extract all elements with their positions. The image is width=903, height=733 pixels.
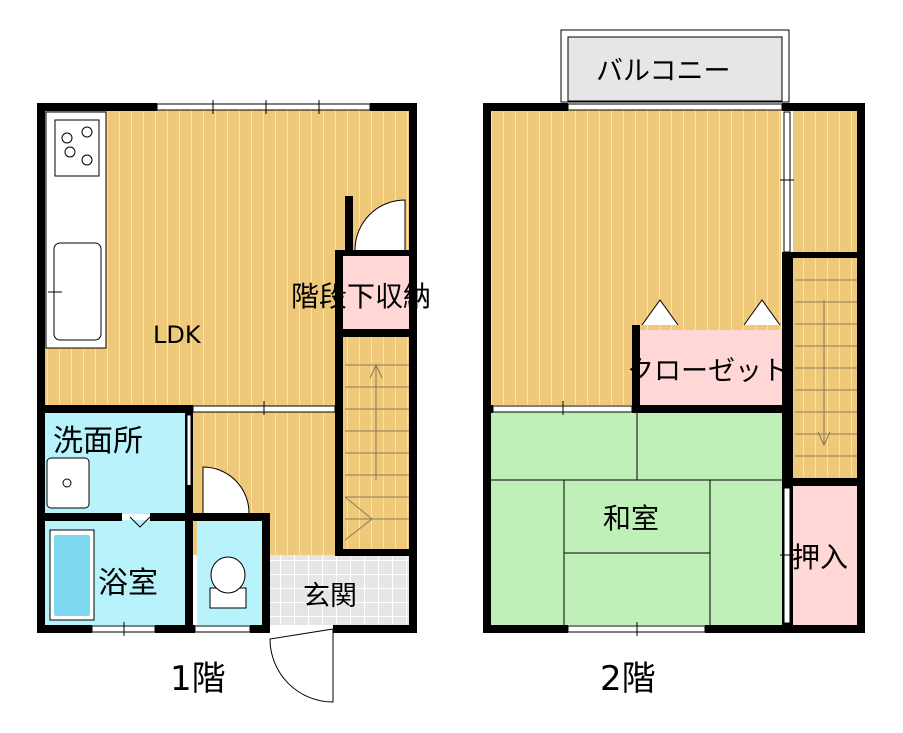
entrance-floor bbox=[270, 555, 410, 625]
storage-door bbox=[354, 199, 406, 251]
walls-floor2 bbox=[483, 103, 865, 633]
label-bath: 浴室 bbox=[98, 566, 158, 601]
label-ldk: LDK bbox=[153, 321, 202, 349]
corridor-floor-2f bbox=[793, 110, 857, 258]
stair-steps-2f bbox=[795, 279, 857, 457]
front-door bbox=[269, 628, 334, 703]
toilet-door bbox=[202, 466, 250, 514]
label-washitsu: 和室 bbox=[603, 502, 659, 535]
stove-burners-icon bbox=[61, 126, 93, 166]
label-storage: 階段下収納 bbox=[291, 280, 431, 313]
floor1-caption: 1階 bbox=[170, 659, 226, 699]
storage-room bbox=[343, 255, 410, 330]
floor1 bbox=[37, 100, 417, 703]
oshiire bbox=[789, 485, 857, 625]
floor2-caption: 2階 bbox=[600, 659, 656, 699]
label-oshiire: 押入 bbox=[792, 541, 848, 574]
sink bbox=[46, 457, 90, 509]
label-balcony: バルコニー bbox=[596, 56, 730, 87]
closet-doors bbox=[641, 299, 781, 326]
label-entrance: 玄関 bbox=[303, 581, 357, 612]
label-closet: クローゼット bbox=[627, 356, 789, 387]
label-washroom: 洗面所 bbox=[53, 424, 143, 459]
closet bbox=[640, 330, 782, 405]
toilet-icon bbox=[209, 556, 247, 609]
tatami-lines bbox=[491, 412, 782, 625]
floor2 bbox=[483, 29, 865, 636]
stair-steps-1f bbox=[344, 363, 410, 541]
stove bbox=[54, 119, 100, 177]
